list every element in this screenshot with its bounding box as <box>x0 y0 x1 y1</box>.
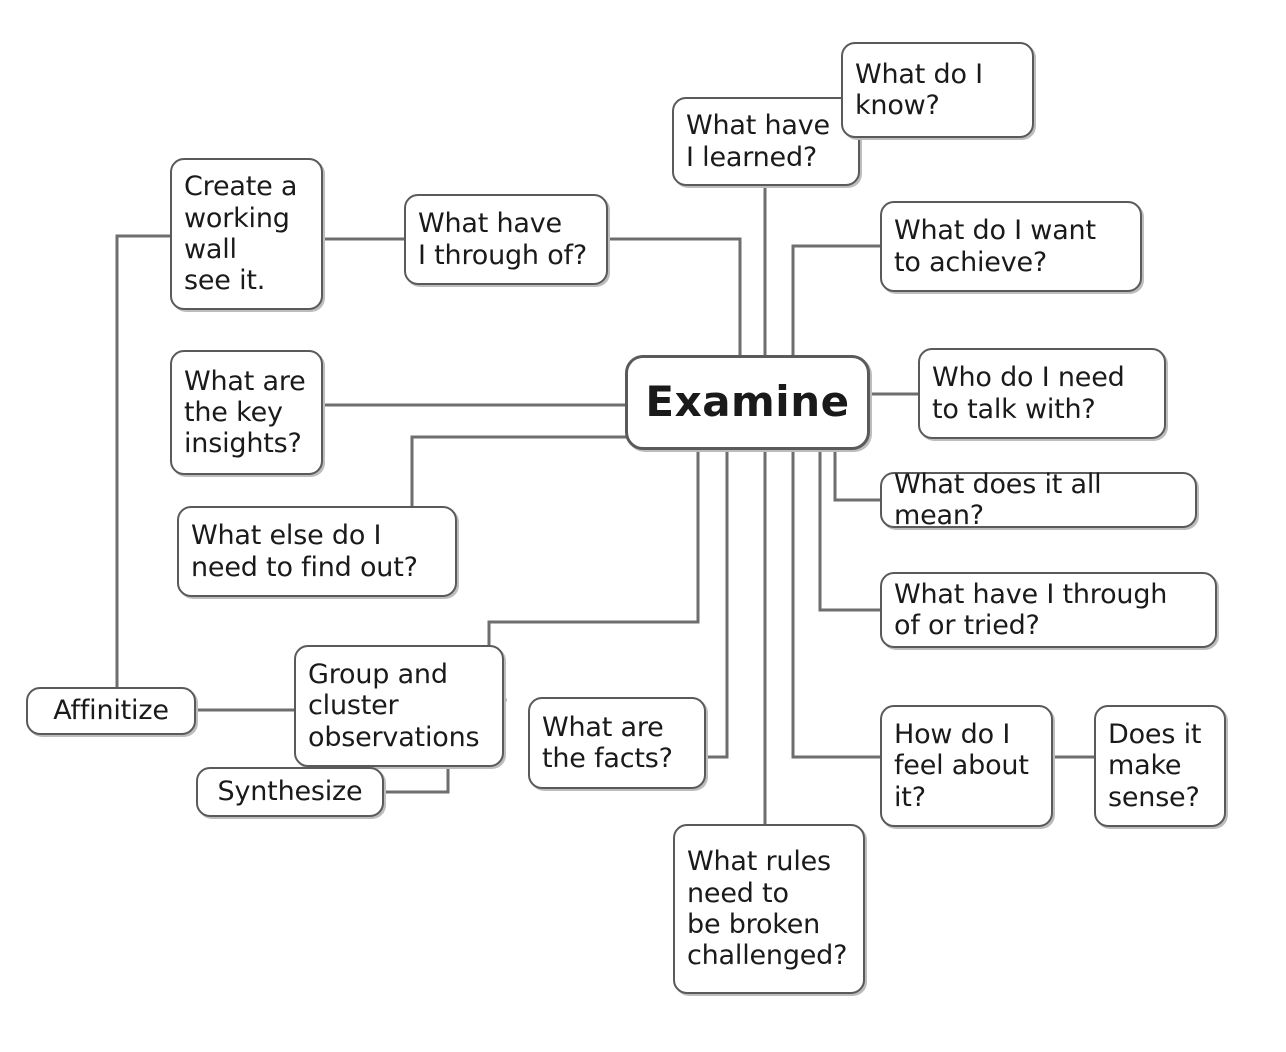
node-what-have-i-through-of-or-tried[interactable]: What have I through of or tried? <box>880 572 1217 648</box>
node-how-do-i-feel-about-it[interactable]: How do I feel about it? <box>880 705 1053 827</box>
edge-examine-facts <box>704 448 729 759</box>
node-examine-label: Examine <box>645 377 850 427</box>
node-affinitize-label: Affinitize <box>53 695 169 727</box>
node-does-it-make-sense-label: Does it make sense? <box>1108 719 1202 813</box>
node-what-do-i-know-label: What do I know? <box>855 58 983 121</box>
node-affinitize[interactable]: Affinitize <box>26 687 196 735</box>
node-who-do-i-need-to-talk-with-label: Who do I need to talk with? <box>932 362 1125 425</box>
node-examine[interactable]: Examine <box>625 355 870 450</box>
node-group-and-cluster-observations[interactable]: Group and cluster observations <box>294 645 504 767</box>
node-synthesize[interactable]: Synthesize <box>196 767 384 817</box>
node-what-does-it-all-mean[interactable]: What does it all mean? <box>880 469 1197 531</box>
node-what-have-i-learned-label: What have I learned? <box>686 110 830 173</box>
edge-achieve-examine <box>791 244 882 357</box>
node-what-are-the-facts-label: What are the facts? <box>542 711 673 774</box>
node-what-are-the-key-insights[interactable]: What are the key insights? <box>170 350 323 475</box>
node-what-are-the-key-insights-label: What are the key insights? <box>184 365 306 460</box>
edge-through-of-examine <box>606 237 742 357</box>
node-what-do-i-know[interactable]: What do I know? <box>841 42 1034 138</box>
node-what-have-i-through-of-label: What have I through of? <box>418 208 587 271</box>
node-what-do-i-want-to-achieve-label: What do I want to achieve? <box>894 215 1096 278</box>
node-create-working-wall[interactable]: Create a working wall see it. <box>170 158 323 310</box>
node-how-do-i-feel-about-it-label: How do I feel about it? <box>894 719 1029 813</box>
edge-group-synthesize <box>382 765 450 794</box>
node-what-have-i-through-of-or-tried-label: What have I through of or tried? <box>894 578 1168 641</box>
node-group-and-cluster-observations-label: Group and cluster observations <box>308 659 480 753</box>
node-what-rules-need-to-be-broken[interactable]: What rules need to be broken challenged? <box>673 824 865 994</box>
node-what-do-i-want-to-achieve[interactable]: What do I want to achieve? <box>880 201 1142 292</box>
edge-examine-through-tried <box>818 448 882 612</box>
node-what-are-the-facts[interactable]: What are the facts? <box>528 697 706 789</box>
edge-examine-how-feel <box>791 448 882 759</box>
edge-find-out-examine <box>410 435 627 508</box>
node-synthesize-label: Synthesize <box>217 776 363 808</box>
node-what-else-do-i-need-to-find-out[interactable]: What else do I need to find out? <box>177 506 457 597</box>
node-create-working-wall-label: Create a working wall see it. <box>184 171 298 297</box>
node-what-have-i-learned[interactable]: What have I learned? <box>672 97 860 186</box>
edge-examine-all-mean <box>833 448 882 502</box>
node-what-rules-need-to-be-broken-label: What rules need to be broken challenged? <box>687 846 848 972</box>
edge-examine-group-cluster <box>487 448 700 702</box>
node-who-do-i-need-to-talk-with[interactable]: Who do I need to talk with? <box>918 348 1166 439</box>
edge-wall-affinitize <box>112 234 172 696</box>
node-does-it-make-sense[interactable]: Does it make sense? <box>1094 705 1226 827</box>
node-what-else-do-i-need-to-find-out-label: What else do I need to find out? <box>191 520 418 583</box>
node-what-have-i-through-of[interactable]: What have I through of? <box>404 194 608 285</box>
node-what-does-it-all-mean-label: What does it all mean? <box>894 468 1102 531</box>
